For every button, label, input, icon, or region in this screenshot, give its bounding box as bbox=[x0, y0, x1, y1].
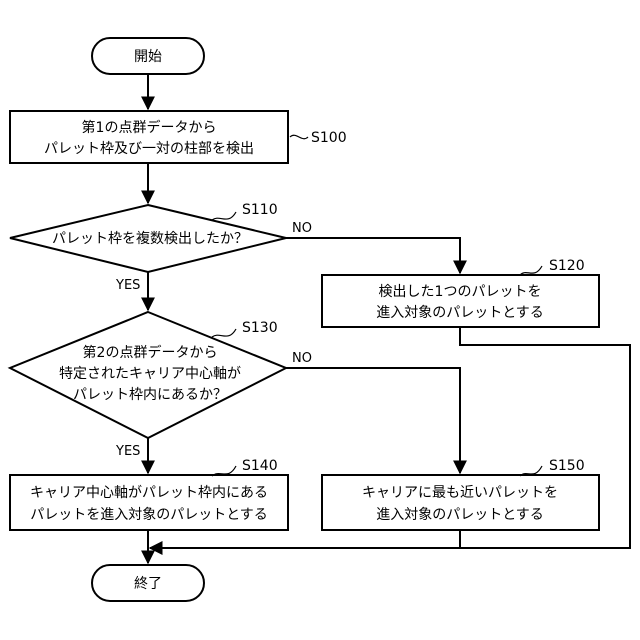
s130-line-1: 第2の点群データから bbox=[83, 344, 218, 361]
s120-line-1: 検出した1つのパレットを bbox=[379, 284, 542, 300]
connector-s130-no bbox=[286, 368, 460, 473]
s150-line-2: 進入対象のパレットとする bbox=[376, 507, 544, 523]
s130-no-label: NO bbox=[292, 351, 312, 366]
process-s140: キャリア中心軸がパレット枠内にある パレットを進入対象のパレットとする bbox=[10, 475, 288, 530]
s120-step-id: S120 bbox=[549, 258, 585, 274]
s100-line-1: 第1の点群データから bbox=[82, 119, 217, 136]
s130-line-3: パレット枠内にあるか？ bbox=[73, 387, 227, 403]
start-terminal: 開始 bbox=[92, 38, 204, 74]
end-label: 終了 bbox=[134, 576, 162, 592]
process-s100: 第1の点群データから パレット枠及び一対の柱部を検出 bbox=[10, 111, 288, 163]
connector-s110-no bbox=[286, 238, 460, 273]
end-terminal: 終了 bbox=[92, 565, 204, 601]
s130-step-id: S130 bbox=[242, 320, 278, 336]
s110-yes-label: YES bbox=[115, 278, 140, 293]
s140-step-id: S140 bbox=[242, 458, 278, 474]
s130-leader bbox=[212, 329, 236, 337]
s150-line-1: キャリアに最も近いパレットを bbox=[362, 485, 558, 501]
s100-line-2: パレット枠及び一対の柱部を検出 bbox=[44, 141, 254, 157]
s110-step-id: S110 bbox=[242, 202, 278, 218]
s130-yes-label: YES bbox=[115, 444, 140, 459]
s120-line-2: 進入対象のパレットとする bbox=[376, 305, 544, 321]
s100-leader bbox=[290, 135, 308, 138]
s140-line-1: キャリア中心軸がパレット枠内にある bbox=[30, 485, 268, 501]
s110-no-label: NO bbox=[292, 221, 312, 236]
process-s120: 検出した1つのパレットを 進入対象のパレットとする bbox=[322, 275, 599, 327]
s150-step-id: S150 bbox=[549, 458, 585, 474]
s100-step-id: S100 bbox=[311, 130, 347, 146]
s130-line-2: 特定されたキャリア中心軸が bbox=[59, 366, 241, 382]
s110-leader bbox=[212, 212, 236, 220]
s140-line-2: パレットを進入対象のパレットとする bbox=[30, 507, 268, 523]
s110-line-1: パレット枠を複数検出したか？ bbox=[52, 230, 248, 247]
start-label: 開始 bbox=[134, 49, 162, 65]
process-s150: キャリアに最も近いパレットを 進入対象のパレットとする bbox=[322, 475, 599, 530]
s120-leader bbox=[520, 266, 542, 275]
